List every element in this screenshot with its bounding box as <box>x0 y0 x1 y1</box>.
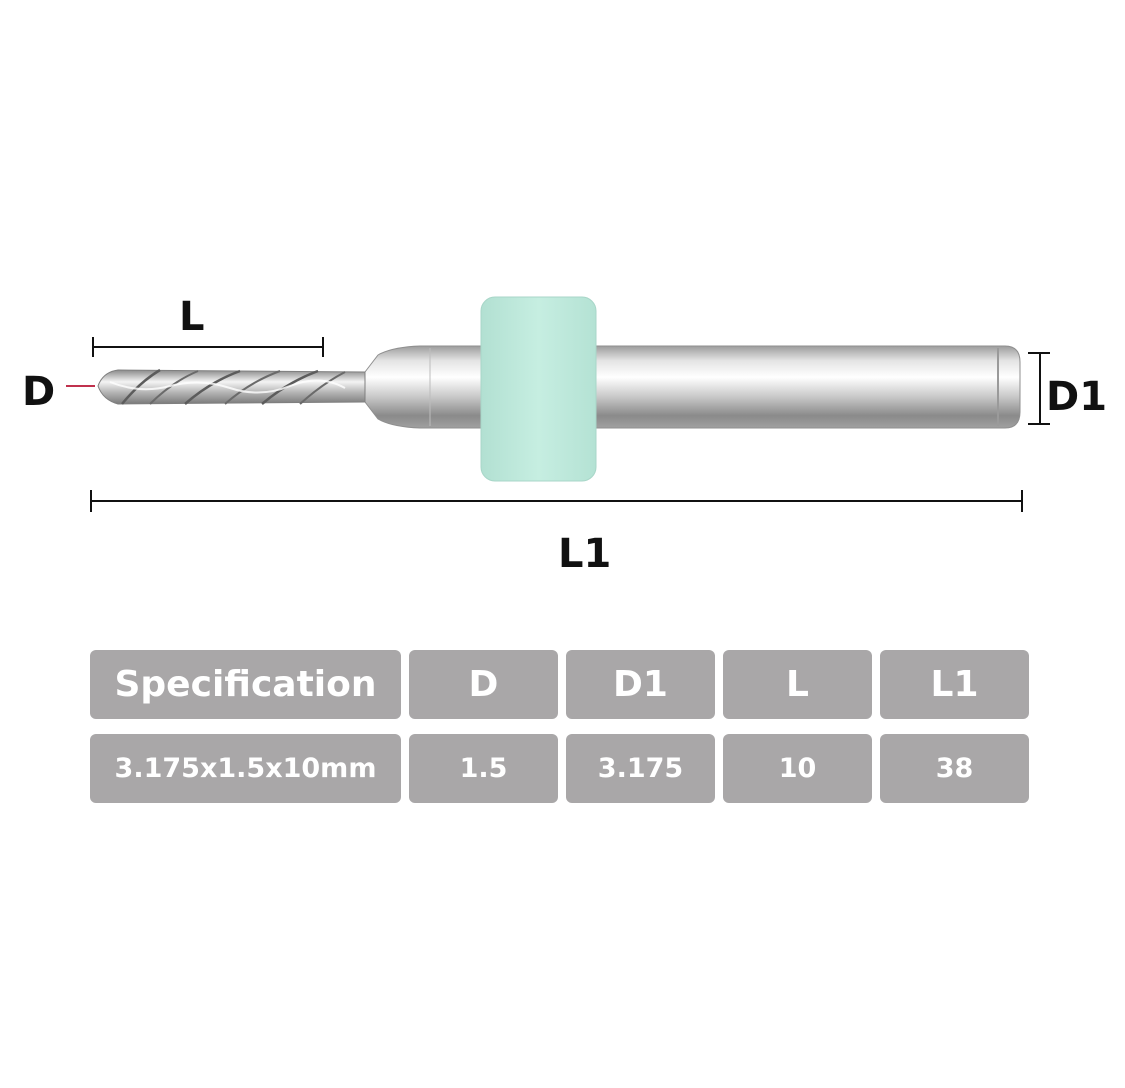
dim-label-d1: D1 <box>1046 374 1107 420</box>
header-specification: Specification <box>90 650 401 719</box>
flute <box>97 368 366 405</box>
cell-specification: 3.175x1.5x10mm <box>90 734 401 803</box>
header-d: D <box>409 650 558 719</box>
dim-label-d: D <box>22 369 55 415</box>
cell-l: 10 <box>723 734 872 803</box>
header-l: L <box>723 650 872 719</box>
cell-l1: 38 <box>880 734 1029 803</box>
collar-ring <box>480 296 597 482</box>
cell-d1: 3.175 <box>566 734 715 803</box>
l-dimension-line <box>92 337 324 357</box>
l1-dimension-line <box>90 490 1023 512</box>
dim-label-l: L <box>179 294 205 340</box>
cell-d: 1.5 <box>409 734 558 803</box>
header-l1: L1 <box>880 650 1029 719</box>
dim-label-l1: L1 <box>558 531 611 577</box>
header-d1: D1 <box>566 650 715 719</box>
drill-bit-diagram: D L D1 L1 <box>22 294 1107 577</box>
d1-dimension-line <box>1028 352 1050 425</box>
shank <box>364 345 1021 429</box>
spec-table: Specification D D1 L L1 3.175x1.5x10mm 1… <box>90 650 1029 803</box>
